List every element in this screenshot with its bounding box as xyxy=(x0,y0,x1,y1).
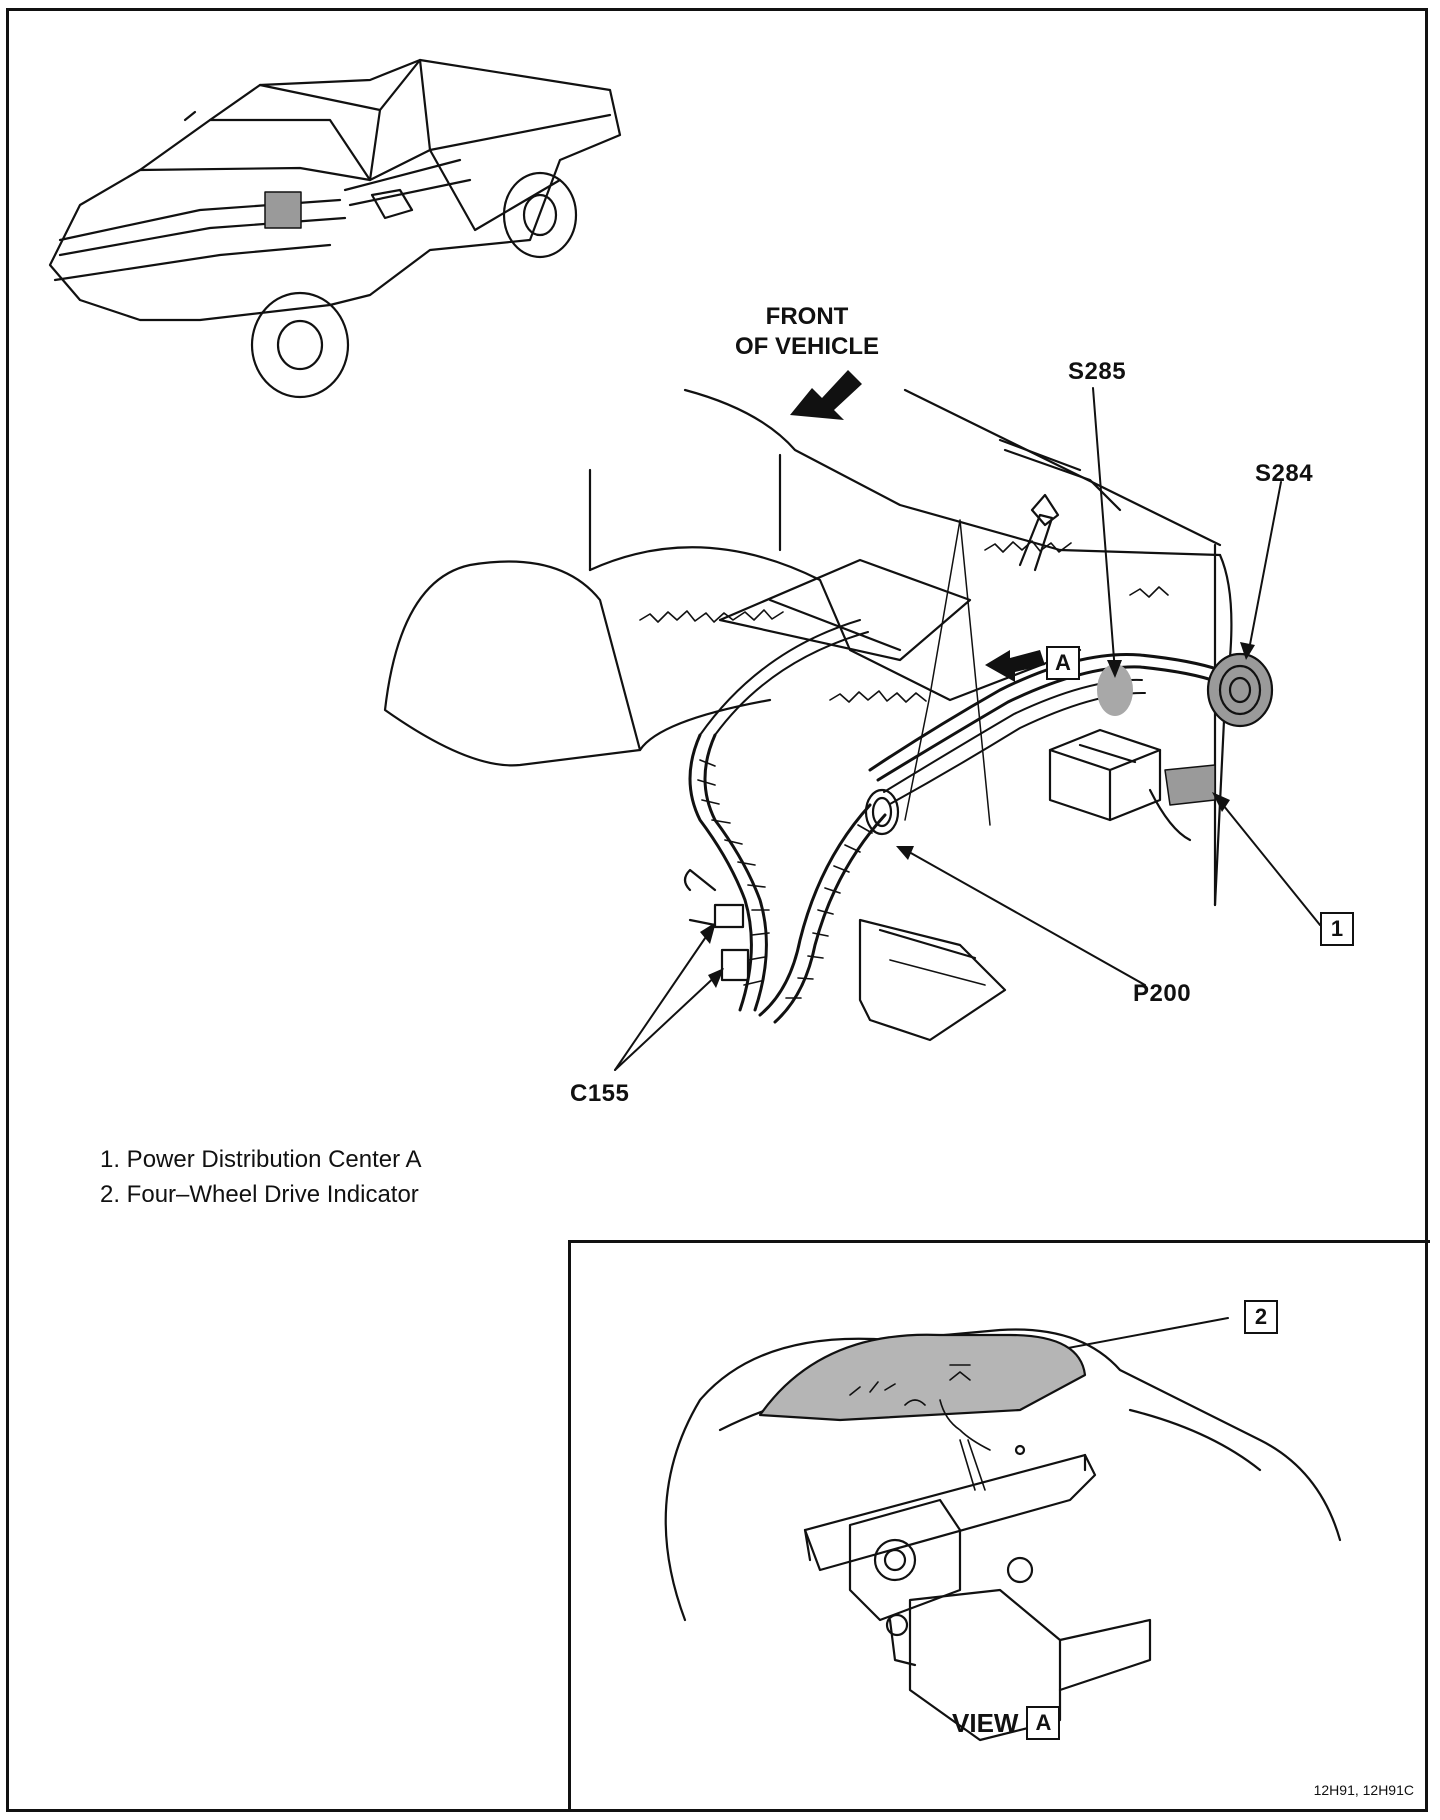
diagram-frame xyxy=(6,8,1428,1812)
callout-item-2: 2 xyxy=(1244,1300,1278,1334)
pickup-truck-illustration xyxy=(48,58,622,399)
view-a-caption: VIEW A xyxy=(952,1706,1061,1740)
callout-leaders xyxy=(614,387,1321,1361)
location-marker xyxy=(264,191,302,229)
callout-s284: S284 xyxy=(1255,460,1314,487)
legend-item-1: 1. Power Distribution Center A xyxy=(100,1146,422,1173)
view-label: VIEW xyxy=(952,1707,1019,1738)
front-direction-arrow xyxy=(790,370,862,420)
front-of-vehicle-label: FRONT OF VEHICLE xyxy=(735,303,880,360)
legend: 1. Power Distribution Center A 2. Four–W… xyxy=(100,1142,421,1212)
view-a-tag: A xyxy=(1046,646,1080,680)
callout-p200: P200 xyxy=(1133,980,1192,1007)
callout-item-1: 1 xyxy=(1320,912,1354,946)
wiring-harness-illustration xyxy=(383,388,1274,1042)
legend-item-2: 2. Four–Wheel Drive Indicator xyxy=(100,1181,419,1208)
instrument-cluster-illustration xyxy=(664,1328,1342,1742)
view-box: A xyxy=(1026,1706,1061,1740)
callout-s285: S285 xyxy=(1068,358,1127,385)
figure-reference: 12H91, 12H91C xyxy=(1313,1782,1414,1798)
view-a-inset-frame xyxy=(568,1240,1430,1812)
view-a-arrow xyxy=(985,650,1045,682)
callout-c155: C155 xyxy=(570,1080,630,1107)
